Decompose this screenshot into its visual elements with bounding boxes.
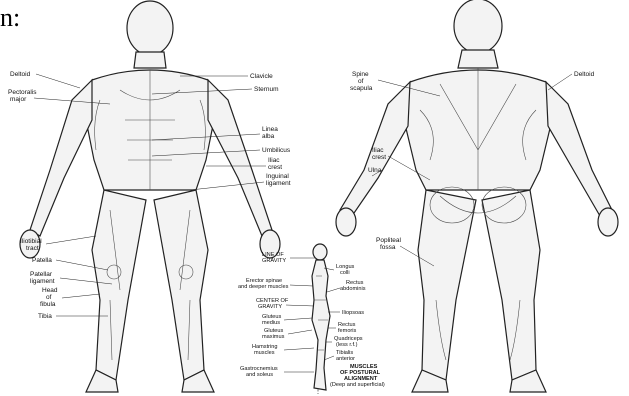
caption-line-4: (Deep and superficial) (330, 382, 385, 388)
back-figure: Spine of scapula Deltoid Iliac crest Uln… (336, 0, 618, 392)
label-umbilicus: Umbilicus (262, 147, 291, 154)
side-figure: LINE OF GRAVITY Longus colli Erector spi… (238, 244, 385, 394)
label-popliteal: Popliteal (376, 237, 401, 244)
label-gluteus-max-2: maximus (262, 334, 285, 340)
label-quadriceps-2: (less r.f.) (336, 342, 358, 348)
label-popliteal-2: fossa (380, 244, 396, 251)
label-iliac-crest-front-2: crest (268, 164, 282, 171)
label-center-gravity-2: GRAVITY (258, 304, 282, 310)
label-inguinal: Inguinal (266, 173, 289, 180)
label-rectus-fem-2: femoris (338, 328, 357, 334)
label-head-fibula: Head (42, 287, 58, 294)
title-fragment: n: (0, 3, 20, 32)
label-iliotibial: Iliotibial (20, 238, 42, 245)
label-iliopsoas: Iliopsoas (342, 310, 364, 316)
label-spine-scapula-2: of (358, 78, 364, 85)
label-erector-2: and deeper muscles (238, 284, 289, 290)
label-gastroc-2: and soleus (246, 372, 273, 378)
label-line-gravity-2: GRAVITY (262, 258, 286, 264)
label-spine-scapula-3: scapula (350, 85, 373, 92)
label-clavicle: Clavicle (250, 73, 273, 80)
label-tibia: Tibia (38, 313, 52, 320)
label-linea-alba: Linea (262, 126, 278, 133)
label-iliac-crest-back-2: crest (372, 154, 386, 161)
label-pectoralis-2: major (10, 96, 27, 103)
label-patellar: Patellar (30, 271, 53, 278)
label-longus-2: colli (340, 270, 350, 276)
label-sternum: Sternum (254, 86, 279, 93)
label-iliac-crest-front: Iliac (268, 157, 280, 164)
label-rectus-abd-2: abdominis (340, 286, 366, 292)
label-head-fibula-2: of (46, 294, 52, 301)
label-linea-alba-2: alba (262, 133, 275, 140)
label-deltoid-front: Deltoid (10, 71, 31, 78)
label-inguinal-2: ligament (266, 180, 291, 187)
label-ulna: Ulna (368, 167, 382, 174)
label-spine-scapula: Spine (352, 71, 369, 78)
label-iliotibial-2: tract (26, 245, 39, 252)
label-hamstring-2: muscles (254, 350, 275, 356)
label-pectoralis: Pectoralis (8, 89, 37, 96)
label-head-fibula-3: fibula (40, 301, 56, 308)
label-iliac-crest-back: Iliac (372, 147, 384, 154)
label-gluteus-med-2: medius (262, 320, 280, 326)
label-deltoid-back: Deltoid (574, 71, 595, 78)
label-patellar-2: ligament (30, 278, 55, 285)
front-figure: Deltoid Pectoralis major Clavicle Sternu… (8, 1, 291, 392)
label-tibialis-2: anterior (336, 356, 355, 362)
label-patella: Patella (32, 257, 52, 264)
